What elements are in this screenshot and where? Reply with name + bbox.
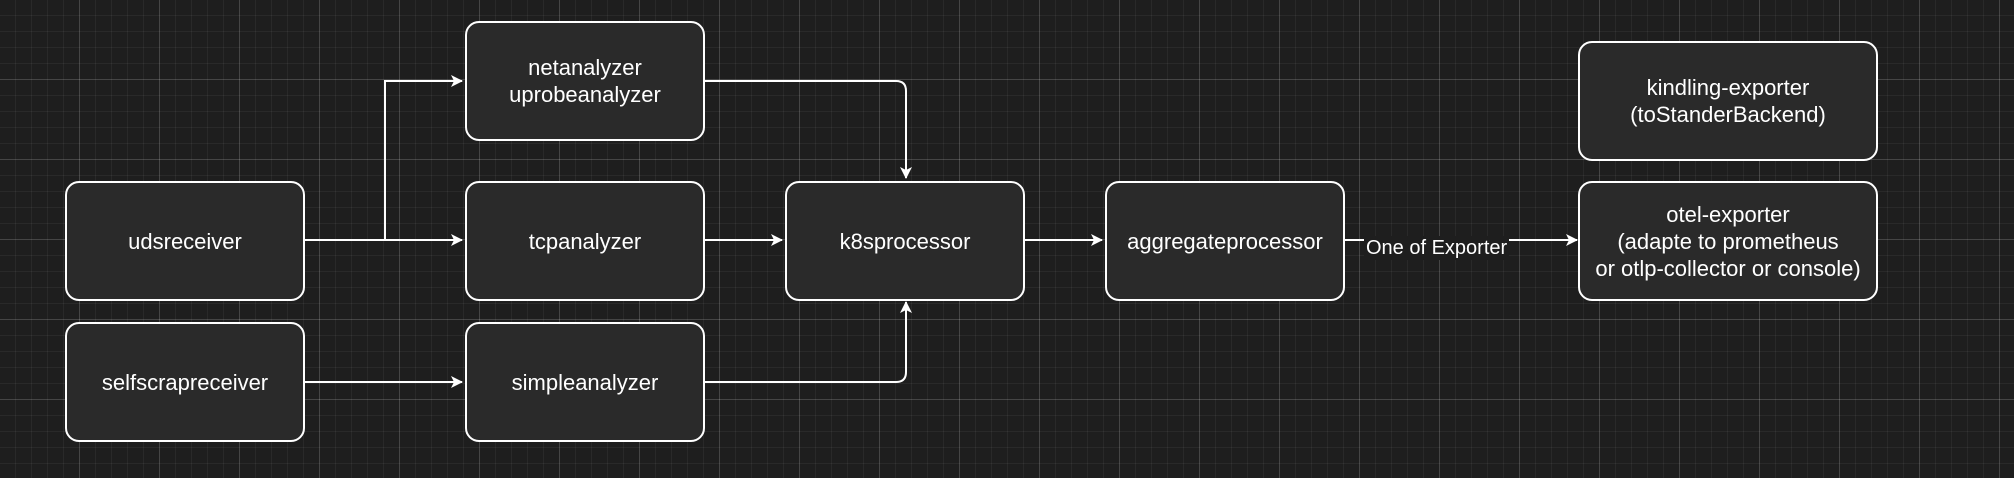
node-udsreceiver-label: udsreceiver — [128, 228, 242, 254]
node-aggregateprocessor-label: aggregateprocessor — [1127, 228, 1323, 254]
edge-udsreceiver-to-netanalyzer[interactable] — [305, 75, 463, 241]
node-udsreceiver[interactable]: udsreceiver — [65, 181, 305, 301]
node-kindling-exporter[interactable]: kindling-exporter (toStanderBackend) — [1578, 41, 1878, 161]
node-tcpanalyzer-label: tcpanalyzer — [528, 228, 642, 254]
node-netanalyzer-line-2: uprobeanalyzer — [509, 82, 661, 107]
node-simpleanalyzer-label: simpleanalyzer — [511, 369, 659, 395]
node-k8sprocessor-label: k8sprocessor — [839, 228, 971, 254]
node-otel-exporter[interactable]: otel-exporter (adapte to prometheus or o… — [1578, 181, 1878, 301]
node-selfscrapreceiver[interactable]: selfscrapreceiver — [65, 322, 305, 442]
node-otel-exporter-line-1: otel-exporter — [1666, 201, 1790, 227]
node-otel-exporter-line-3: or otlp-collector or console) — [1595, 255, 1861, 281]
node-kindling-exporter-line-2: (toStanderBackend) — [1630, 102, 1826, 127]
node-aggregateprocessor[interactable]: aggregateprocessor — [1105, 181, 1345, 301]
node-simpleanalyzer[interactable]: simpleanalyzer — [465, 322, 705, 442]
node-selfscrapreceiver-label: selfscrapreceiver — [101, 369, 269, 395]
node-kindling-exporter-line-1: kindling-exporter — [1646, 75, 1810, 100]
node-netanalyzer-line-1: netanalyzer — [528, 55, 642, 80]
node-netanalyzer[interactable]: netanalyzer uprobeanalyzer — [465, 21, 705, 141]
edge-simpleanalyzer-to-k8sprocessor[interactable] — [705, 301, 912, 383]
node-otel-exporter-line-2: (adapte to prometheus — [1617, 228, 1839, 254]
node-k8sprocessor[interactable]: k8sprocessor — [785, 181, 1025, 301]
node-tcpanalyzer[interactable]: tcpanalyzer — [465, 181, 705, 301]
edge-label-one-of-exporter: One of Exporter — [1364, 236, 1510, 260]
edge-netanalyzer-to-k8sprocessor[interactable] — [705, 80, 912, 179]
